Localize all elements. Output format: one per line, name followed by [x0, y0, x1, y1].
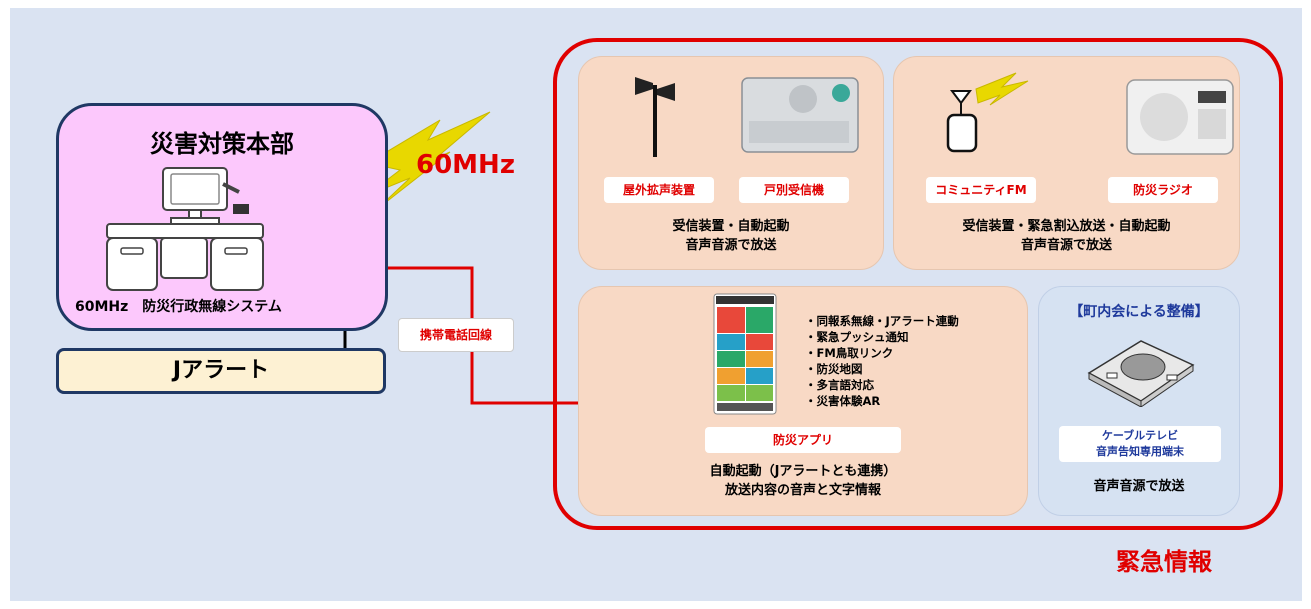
outdoor-receiver-panel: 屋外拡声装置 戸別受信機 受信装置・自動起動 音声音源で放送: [578, 56, 884, 270]
community-fm-panel: コミュニティFM 防災ラジオ 受信装置・緊急割込放送・自動起動 音声音源で放送: [893, 56, 1240, 270]
outdoor-caption-line-1: 受信装置・自動起動: [672, 219, 790, 234]
hq-system-label: 60MHz 防災行政無線システム: [75, 299, 282, 315]
cable-terminal-chip: ケーブルテレビ 音声告知専用端末: [1059, 426, 1221, 462]
hq-title: 災害対策本部: [150, 130, 294, 158]
disaster-app-chip: 防災アプリ: [705, 427, 901, 453]
cable-caption: 音声音源で放送: [1093, 479, 1185, 494]
fm-receiver-icon: [946, 72, 1029, 153]
app-caption-line-1: 自動起動（Jアラートとも連携）: [709, 464, 897, 479]
app-feature-6: ・災害体験AR: [805, 394, 881, 408]
app-feature-2: ・緊急プッシュ通知: [805, 330, 909, 344]
app-feature-1: ・同報系無線・Jアラート連動: [805, 314, 959, 328]
disaster-hq-box: 災害対策本部 60MHz 防災行政無線システム: [56, 103, 388, 331]
outdoor-caption-line-2: 音声音源で放送: [685, 238, 777, 253]
cable-terminal-icon: [1087, 340, 1195, 407]
emergency-info-frame: [553, 38, 1283, 530]
cable-chip-line-1: ケーブルテレビ: [1101, 429, 1179, 442]
app-feature-list: ・同報系無線・Jアラート連動 ・緊急プッシュ通知 ・FM鳥取リンク ・防災地図 …: [805, 313, 959, 409]
cable-tv-panel: 【町内会による整備】 ケーブルテレビ 音声告知専用端末 音声音源で放送: [1038, 286, 1240, 516]
app-feature-3: ・FM鳥取リンク: [805, 346, 894, 360]
emergency-info-label: 緊急情報: [1116, 548, 1212, 576]
disaster-radio-chip: 防災ラジオ: [1108, 177, 1218, 203]
disaster-app-panel: ・同報系無線・Jアラート連動 ・緊急プッシュ通知 ・FM鳥取リンク ・防災地図 …: [578, 286, 1028, 516]
jalert-box: Jアラート: [56, 348, 386, 394]
app-feature-5: ・多言語対応: [805, 378, 874, 392]
radio-frequency-label: 60MHz: [416, 150, 515, 180]
household-receiver-chip: 戸別受信機: [739, 177, 849, 203]
mobile-line-label: 携帯電話回線: [398, 318, 514, 352]
outdoor-speaker-icon: [635, 77, 675, 157]
outdoor-speaker-chip: 屋外拡声装置: [604, 177, 714, 203]
app-caption: 自動起動（Jアラートとも連携） 放送内容の音声と文字情報: [579, 462, 1027, 500]
neighborhood-association-label: 【町内会による整備】: [1069, 304, 1209, 320]
app-caption-line-2: 放送内容の音声と文字情報: [724, 483, 881, 498]
disaster-radio-icon: [1126, 79, 1234, 155]
outdoor-caption: 受信装置・自動起動 音声音源で放送: [579, 217, 883, 255]
household-receiver-icon: [741, 77, 859, 153]
fm-caption-line-1: 受信装置・緊急割込放送・自動起動: [962, 219, 1171, 234]
smartphone-app-icon: [713, 293, 777, 415]
fm-caption-line-2: 音声音源で放送: [1020, 238, 1112, 253]
fm-caption: 受信装置・緊急割込放送・自動起動 音声音源で放送: [894, 217, 1239, 255]
community-fm-chip: コミュニティFM: [926, 177, 1036, 203]
cable-chip-line-2: 音声告知専用端末: [1096, 445, 1184, 458]
control-desk-icon: [106, 167, 264, 291]
app-feature-4: ・防災地図: [805, 362, 863, 376]
